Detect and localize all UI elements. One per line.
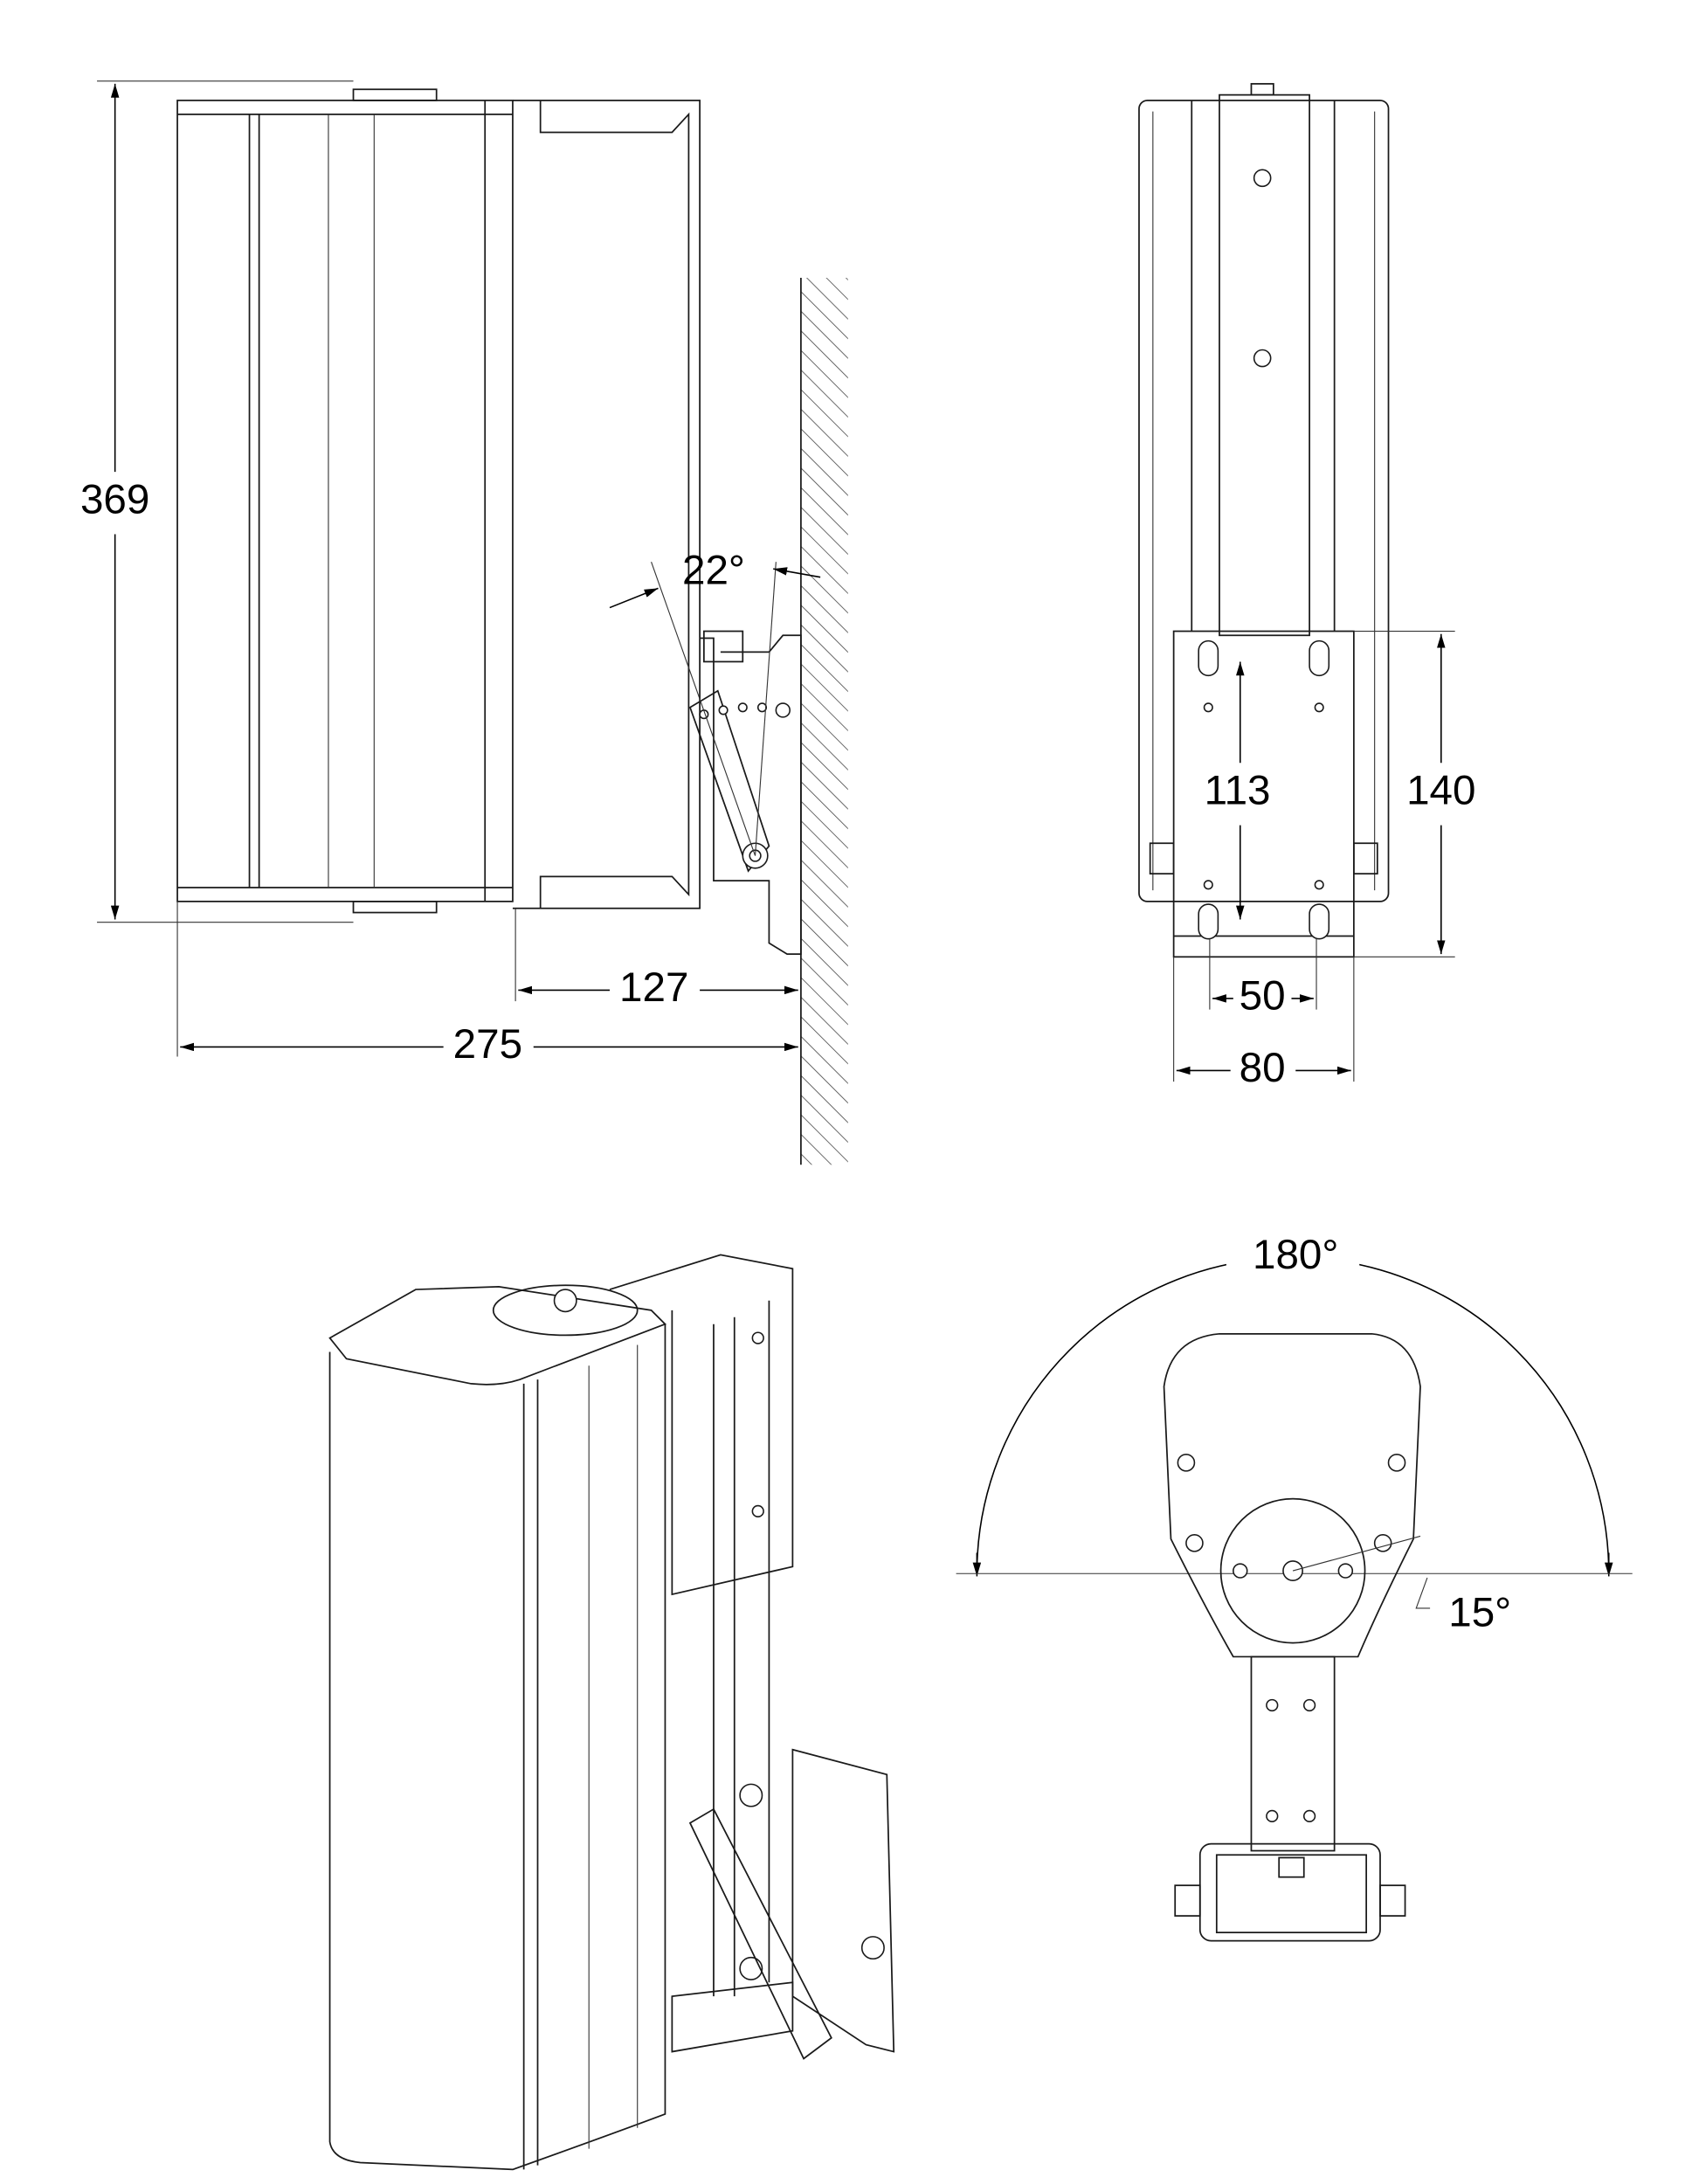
height-140-label: 140 [1406,768,1475,814]
mounting-frame-side [512,100,701,909]
wall-hatching [800,278,848,1165]
speaker-body-side [176,100,514,902]
wall-bracket-iso [791,1748,895,2053]
side-view: 22° 369 127 275 [80,80,848,1165]
rotation-180-label: 180° [1253,1232,1338,1278]
spacing-113-label: 113 [1205,768,1271,814]
rotation-15-label: 15° [1448,1589,1511,1635]
wall-bracket-side [700,634,802,956]
isometric-view [328,1254,895,2171]
height-369-label: 369 [80,477,149,523]
top-view: 180° 15° [956,1232,1633,1942]
speaker-body-rear [1138,100,1390,902]
spacing-50-label: 50 [1240,972,1286,1019]
speaker-top-outline [1163,1332,1421,1658]
tilt-angle-label: 22° [682,547,745,593]
rear-view: 140 113 50 80 [1138,83,1475,1091]
arm-top [1250,1655,1336,1852]
rotation-arc [976,1256,1610,1574]
width-80-label: 80 [1240,1045,1286,1091]
depth-127-label: 127 [619,964,688,1011]
speaker-body-iso [328,1324,666,2171]
wall-plate-rear [1172,630,1355,958]
depth-275-label: 275 [453,1021,522,1068]
